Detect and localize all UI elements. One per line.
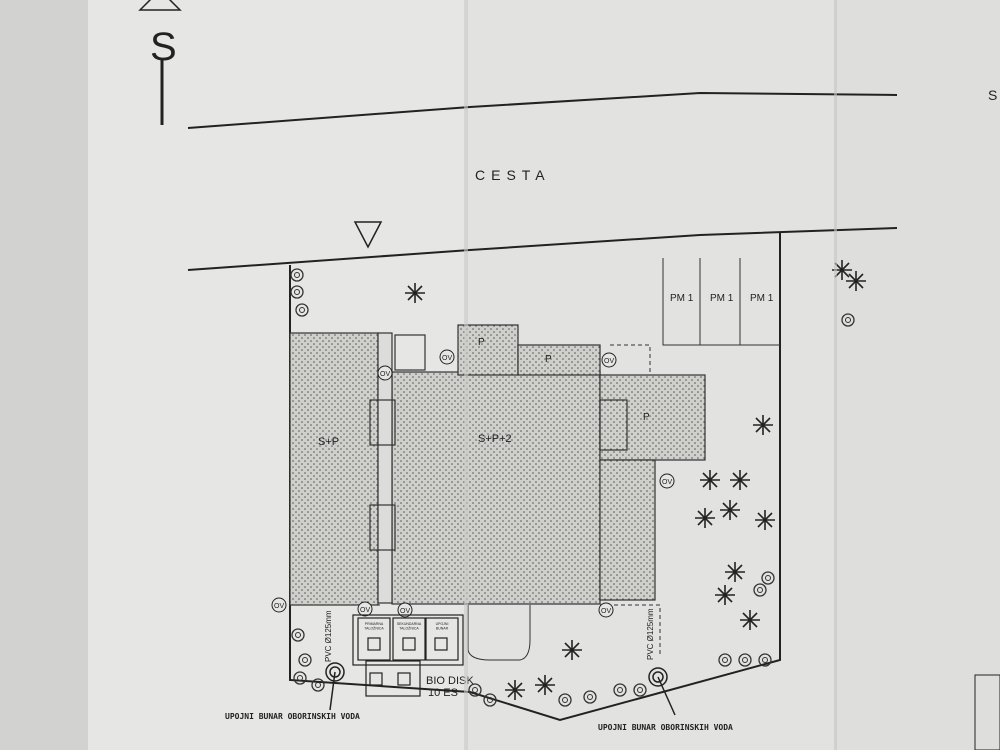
road-label: CESTA (475, 167, 551, 183)
svg-text:S: S (150, 25, 177, 69)
building-label-main: S+P+2 (478, 433, 512, 445)
septic-system (352, 614, 464, 697)
svg-text:OV: OV (601, 608, 611, 615)
well-label: UPOJNI BUNAR OBORINSKIH VODA (225, 712, 360, 721)
soakaway-wells (325, 662, 676, 716)
svg-text:OV: OV (662, 479, 672, 486)
plot-boundary (289, 232, 781, 722)
svg-text:OV: OV (442, 355, 452, 362)
svg-text:OV: OV (360, 607, 370, 614)
edge-label: S (988, 87, 997, 103)
parking-spot-label: PM 1 (670, 293, 694, 304)
driveway (467, 605, 531, 661)
road-edge-south (187, 227, 898, 271)
inspection-manholes: OV OV OV OV OV OV OV OV (271, 349, 675, 618)
bio-disk-label: BIO DISK (426, 675, 474, 687)
parking-spot-label: PM 1 (710, 293, 734, 304)
building-label-left: S+P (318, 436, 339, 448)
svg-text:OV: OV (380, 371, 390, 378)
left-sheet (0, 0, 90, 750)
building (289, 324, 706, 606)
svg-text:OV: OV (274, 603, 284, 610)
pipe-label: PVC Ø125mm (324, 610, 333, 662)
entrance-marker (353, 221, 383, 249)
porch-label: P (478, 337, 485, 348)
pipe-label: PVC Ø125mm (646, 608, 655, 660)
paper-fold (834, 0, 837, 750)
well-label: UPOJNI BUNAR OBORINSKIH VODA (598, 723, 733, 732)
title-block-corner (974, 674, 1000, 750)
north-arrow: S (138, 0, 182, 125)
svg-text:OV: OV (400, 608, 410, 615)
road-edge-north (187, 91, 898, 129)
right-sheet (836, 0, 1000, 750)
paper-fold (464, 0, 468, 750)
svg-text:OV: OV (604, 358, 614, 365)
porch-label: P (643, 412, 650, 423)
porch-label: P (545, 354, 552, 365)
parking-spot-label: PM 1 (750, 293, 774, 304)
parking-area (662, 258, 780, 346)
bio-disk-capacity: 10 ES (428, 687, 458, 699)
